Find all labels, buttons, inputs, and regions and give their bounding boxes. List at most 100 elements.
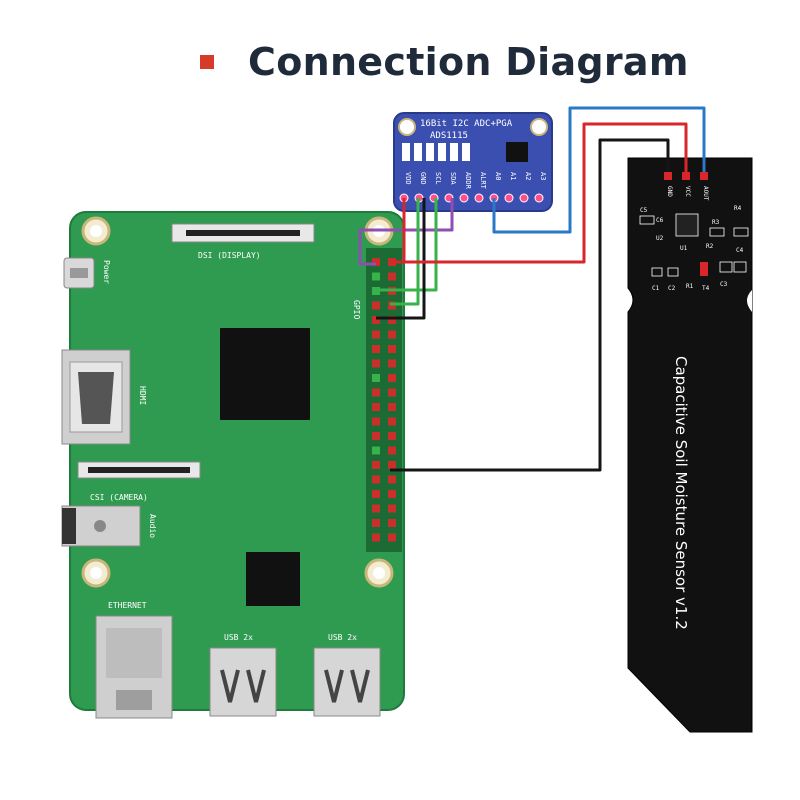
- wires: [358, 106, 706, 472]
- gpio-pin: [372, 330, 380, 339]
- gpio-pin: [372, 446, 380, 455]
- sensor-component: [733, 227, 749, 237]
- ads-chip: [506, 142, 528, 162]
- ads-pin-addr: [459, 193, 469, 203]
- usb2-socket-icon: [324, 669, 370, 703]
- sensor-component-label: C6: [656, 217, 664, 224]
- power-port-slot: [70, 268, 88, 278]
- ads-pin-label: ADDR: [464, 172, 472, 190]
- gpio-pin: [388, 345, 396, 353]
- soil-sensor-board: GND VCC AOUT C5 C6 U2 R3 R4 R2 C4 R1 C1 …: [627, 157, 753, 733]
- gpio-pin: [372, 258, 380, 266]
- ads-mount-hole-icon: [530, 118, 548, 136]
- mount-hole-icon: [90, 567, 102, 579]
- ads-title-line2: ADS1115: [430, 131, 468, 141]
- gpio-pin: [388, 504, 396, 513]
- usb2-port: [313, 647, 381, 717]
- ram-chip: [246, 552, 300, 606]
- gpio-pin: [372, 432, 380, 440]
- sensor-component-label: C3: [720, 281, 728, 288]
- gpio-pin: [388, 359, 396, 368]
- sensor-component-label: R2: [706, 243, 714, 250]
- gpio-pin: [388, 519, 396, 527]
- wire-purple-sda: [358, 198, 454, 266]
- ads-pin-a2: [519, 193, 529, 203]
- sensor-component-label: U2: [656, 235, 664, 242]
- ethernet-port-socket: [106, 628, 162, 678]
- hdmi-label: HDMI: [138, 386, 147, 405]
- gpio-pin: [388, 475, 396, 484]
- gpio-pin: [372, 272, 380, 281]
- gpio-pin: [388, 388, 396, 397]
- ads-pad: [414, 143, 422, 161]
- page-title: Connection Diagram: [248, 40, 689, 84]
- ads-pin-label: A1: [509, 172, 517, 180]
- gpio-pin: [372, 490, 380, 498]
- wire-blue-aout: [492, 106, 706, 234]
- ads-pad: [438, 143, 446, 161]
- ads-pin-a3: [534, 193, 544, 203]
- gpio-pin: [388, 461, 396, 469]
- ads-pcb: [393, 112, 553, 212]
- hdmi-socket-icon: [78, 372, 114, 424]
- sensor-component: [733, 261, 747, 273]
- gpio-pin: [388, 316, 396, 324]
- power-label: Power: [102, 260, 111, 284]
- ads-pin-label: VDD: [404, 172, 412, 185]
- sensor-component: [719, 261, 733, 273]
- gpio-pin: [372, 301, 380, 310]
- sensor-component: [639, 215, 655, 225]
- ads-pad: [462, 143, 470, 161]
- sensor-component-label: C1: [652, 285, 660, 292]
- wire-red-vcc: [390, 122, 688, 264]
- gpio-pin: [372, 417, 380, 426]
- sensor-component: [709, 227, 725, 237]
- gpio-pin: [372, 403, 380, 411]
- wire-green-scl: [376, 198, 438, 292]
- audio-jack-hole-icon: [94, 520, 106, 532]
- gpio-pin: [372, 504, 380, 513]
- sensor-component-label: U1: [680, 245, 688, 252]
- sensor-component-label: R4: [734, 205, 742, 212]
- ethernet-label: ETHERNET: [108, 601, 147, 610]
- audio-jack-body: [62, 508, 76, 544]
- gpio-pin: [372, 316, 380, 324]
- gpio-pin: [388, 432, 396, 440]
- wire-green-scl-2: [390, 198, 420, 306]
- gpio-label: GPIO: [352, 300, 361, 319]
- sensor-title: Capacitive Soil Moisture Sensor v1.2: [672, 356, 690, 630]
- sensor-pin-gnd: [664, 172, 672, 180]
- gpio-pin: [372, 533, 380, 542]
- gpio-pin: [388, 272, 396, 281]
- sensor-pin-vcc: [682, 172, 690, 180]
- ads-pin-label: GND: [419, 172, 427, 185]
- wire-black-gnd: [376, 198, 426, 320]
- sensor-component-label: C5: [640, 207, 648, 214]
- ads-pin-a1: [504, 193, 514, 203]
- gpio-header: [366, 248, 402, 552]
- gpio-pin: [372, 519, 380, 527]
- gpio-pin: [388, 533, 396, 542]
- gpio-pin: [372, 461, 380, 469]
- sensor-component-label: C4: [736, 247, 744, 254]
- ads-pin-label: A2: [524, 172, 532, 180]
- gpio-pin: [388, 490, 396, 498]
- sensor-component-label: R1: [686, 283, 694, 290]
- ads-pin-label: A3: [539, 172, 547, 180]
- sensor-component-label: C2: [668, 285, 676, 292]
- gpio-pin: [372, 359, 380, 368]
- sensor-component: [651, 267, 663, 277]
- usb1-label: USB 2x: [224, 633, 253, 642]
- sensor-component-label: T4: [702, 285, 710, 292]
- ethernet-port-latch: [116, 690, 152, 710]
- sensor-component-label: R3: [712, 219, 720, 226]
- sensor-component: [667, 267, 679, 277]
- ads-pin-label: SDA: [449, 172, 457, 185]
- usb1-socket-icon: [220, 669, 266, 703]
- gpio-pin: [388, 374, 396, 382]
- ads-pin-label: A0: [494, 172, 502, 180]
- gpio-pin: [372, 374, 380, 382]
- sensor-pcb: [627, 157, 753, 733]
- usb1-port: [209, 647, 277, 717]
